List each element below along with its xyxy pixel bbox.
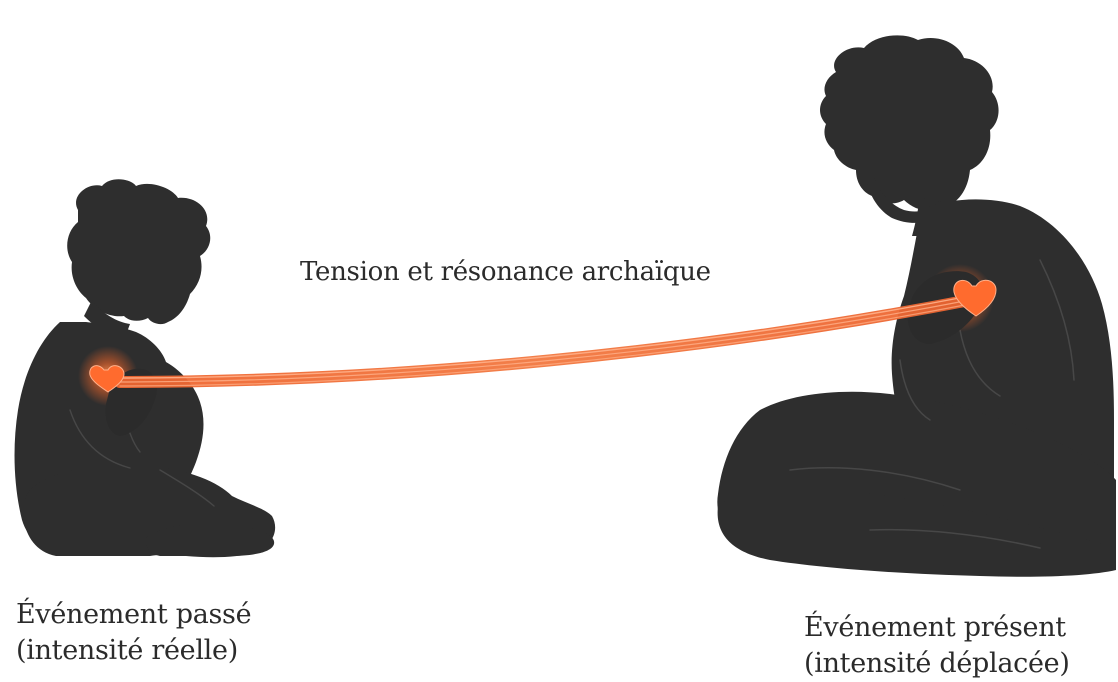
past-event-title: Événement passé <box>16 599 252 630</box>
adult-folds <box>789 259 1075 549</box>
heart-icon <box>953 279 997 317</box>
past-event-caption: Événement passé (intensité réelle) <box>16 597 252 669</box>
adult-head <box>820 35 999 211</box>
present-event-intensity: (intensité déplacée) <box>804 648 1070 679</box>
connection-label: Tension et résonance archaïque <box>300 254 711 290</box>
adult-foot <box>717 487 1116 577</box>
heart-icon <box>89 365 125 393</box>
present-event-title: Événement présent <box>804 612 1066 643</box>
present-event-caption: Événement présent (intensité déplacée) <box>804 610 1070 682</box>
adult-jaw <box>866 170 944 223</box>
child-foot <box>145 522 275 556</box>
connection-text: Tension et résonance archaïque <box>300 257 711 287</box>
past-event-intensity: (intensité réelle) <box>16 635 238 666</box>
child-head <box>67 179 211 325</box>
resonance-thread <box>114 294 976 388</box>
child-silhouette <box>14 179 276 558</box>
